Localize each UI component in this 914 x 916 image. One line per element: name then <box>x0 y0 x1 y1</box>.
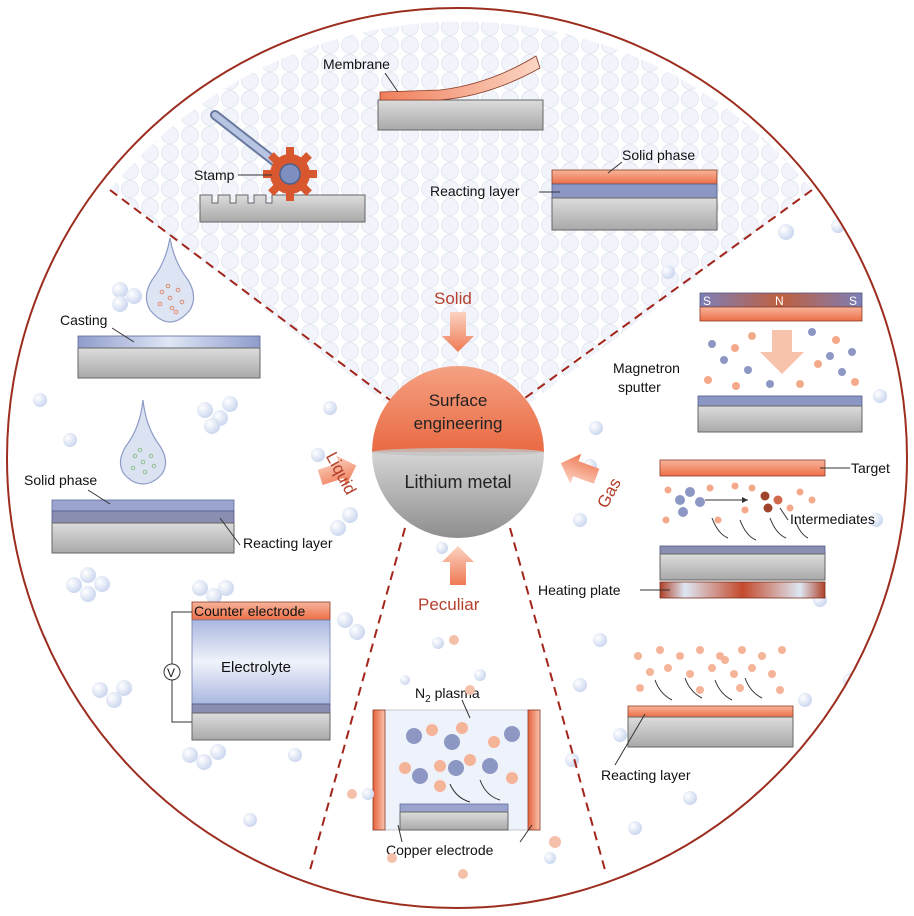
membrane-film <box>379 55 541 101</box>
gear-icon <box>263 147 317 201</box>
droplet-icon <box>119 399 167 485</box>
sector-dividers <box>109 189 813 871</box>
cell-substrate <box>191 712 331 741</box>
ald-substrate <box>627 716 794 748</box>
reacting-layer-label: Reacting layer <box>430 183 520 199</box>
magnetron-label-line2: sputter <box>618 379 661 395</box>
plasma-ions <box>399 722 520 792</box>
magnetron-label-line1: Magnetron <box>613 360 680 376</box>
reacting-layer <box>551 183 718 199</box>
solid-arrow-icon <box>442 312 474 352</box>
sputter-target <box>699 306 863 322</box>
ald-reacting-layer-label: Reacting layer <box>601 767 691 783</box>
solid-substrate <box>551 197 718 231</box>
heating-plate-label: Heating plate <box>538 582 621 598</box>
membrane-label: Membrane <box>323 56 390 72</box>
counter-electrode-label: Counter electrode <box>194 603 306 619</box>
liquid-solid-phase-label: Solid phase <box>24 472 97 488</box>
liquid-arrow-icon <box>317 455 357 486</box>
ald-reacting-layer <box>627 705 794 718</box>
liquid-substrate <box>51 522 235 554</box>
electrolyte <box>191 619 331 705</box>
peculiar-arrow-icon <box>442 546 474 585</box>
section-peculiar-label: Peculiar <box>418 595 480 614</box>
center-top-label-line2: engineering <box>414 414 503 433</box>
sputter-particles <box>704 328 859 390</box>
stamp-substrate <box>199 194 366 223</box>
cvd-substrate <box>659 553 826 581</box>
section-solid-label: Solid <box>434 289 472 308</box>
magnet-n: N <box>775 294 784 308</box>
liquid-reacting-layer <box>51 510 235 524</box>
solid-phase-layer <box>551 169 718 185</box>
membrane-substrate <box>377 99 544 131</box>
solid-panel: Membrane Stamp Solid phase Reacting laye… <box>194 55 718 231</box>
stamp-label: Stamp <box>194 167 235 183</box>
cvd-target <box>659 459 826 477</box>
casting-substrate <box>77 347 261 379</box>
voltmeter-icon <box>163 663 181 681</box>
floating-ions <box>347 542 561 879</box>
copper-substrate <box>399 811 509 831</box>
peculiar-panel: N2 plasma Copper electrode <box>347 542 561 879</box>
gas-panel: S N S Magnetron sputter Target Intermedi… <box>538 292 890 783</box>
gas-arrow-icon <box>560 453 600 484</box>
liquid-solid-phase <box>51 499 235 512</box>
plasma-electrode-left <box>372 709 386 831</box>
copper-electrode-label: Copper electrode <box>386 842 494 858</box>
voltmeter-label: V <box>167 666 175 680</box>
cvd-particles <box>662 482 816 524</box>
solid-phase-label: Solid phase <box>622 147 695 163</box>
intermediates-label: Intermediates <box>790 511 875 527</box>
sputter-substrate <box>697 405 863 433</box>
center-sphere: Surface engineering Lithium metal <box>372 366 544 538</box>
center-top-label-line1: Surface <box>429 391 488 410</box>
down-arrow-icon <box>760 330 804 374</box>
ald-particles <box>634 646 786 694</box>
heating-plate <box>659 581 826 599</box>
magnet-s-right: S <box>849 294 857 308</box>
target-label: Target <box>851 460 890 476</box>
droplet-icon <box>145 237 195 323</box>
liquid-panel: Casting Solid phase Reacting layer Count… <box>24 237 333 741</box>
casting-label: Casting <box>60 312 107 328</box>
cast-layer <box>77 335 261 349</box>
electrolyte-label: Electrolyte <box>221 659 291 676</box>
center-bottom-label: Lithium metal <box>404 472 511 492</box>
magnet-s-left: S <box>703 294 711 308</box>
liquid-reacting-layer-label: Reacting layer <box>243 535 333 551</box>
plasma-electrode-right <box>527 709 541 831</box>
